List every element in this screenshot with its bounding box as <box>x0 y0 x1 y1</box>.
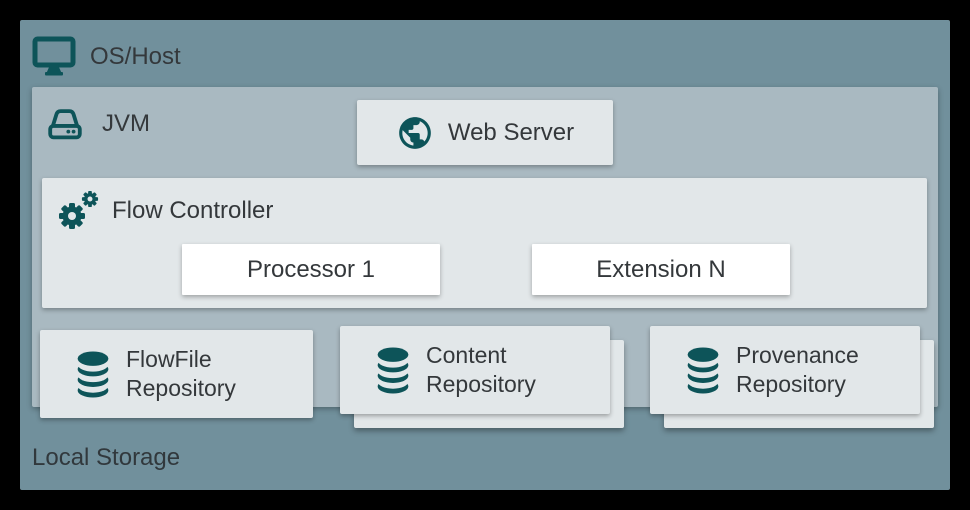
hard-drive-icon <box>48 109 82 140</box>
jvm-header: JVM <box>44 103 150 145</box>
gears-icon <box>59 190 99 229</box>
provenance-repository-box: Provenance Repository <box>650 326 920 414</box>
extension-label: Extension N <box>596 255 726 283</box>
processor-label: Processor 1 <box>246 255 376 283</box>
processor-box: Processor 1 <box>182 244 440 295</box>
web-server-label: Web Server <box>447 118 575 146</box>
local-storage-label: Local Storage <box>32 444 181 471</box>
os-host-label: OS/Host <box>90 43 181 70</box>
database-icon <box>687 346 719 394</box>
flow-controller-header: Flow Controller <box>56 189 273 233</box>
extension-box: Extension N <box>532 244 790 295</box>
flowfile-repository-box: FlowFile Repository <box>40 330 313 418</box>
flowfile-repository-label: FlowFile Repository <box>126 346 236 401</box>
os-host-container: OS/Host JVM Web Server <box>20 20 950 490</box>
flowfile-repository-group: FlowFile Repository <box>40 330 313 418</box>
jvm-container: JVM Web Server <box>32 87 938 428</box>
jvm-label: JVM <box>102 110 150 137</box>
globe-icon <box>399 116 431 149</box>
content-repository-box: Content Repository <box>340 326 610 414</box>
database-icon <box>77 350 109 398</box>
web-server-box: Web Server <box>357 100 613 165</box>
provenance-repository-label: Provenance Repository <box>736 342 859 397</box>
database-icon <box>377 346 409 394</box>
desktop-monitor-icon <box>32 36 76 76</box>
flow-controller-box: Flow Controller Processor 1 Extension N <box>42 178 927 308</box>
provenance-repository-group: Provenance Repository <box>650 326 934 428</box>
content-repository-label: Content Repository <box>426 342 536 397</box>
os-host-header: OS/Host <box>32 36 181 78</box>
flow-controller-label: Flow Controller <box>112 197 274 224</box>
content-repository-group: Content Repository <box>340 326 624 428</box>
